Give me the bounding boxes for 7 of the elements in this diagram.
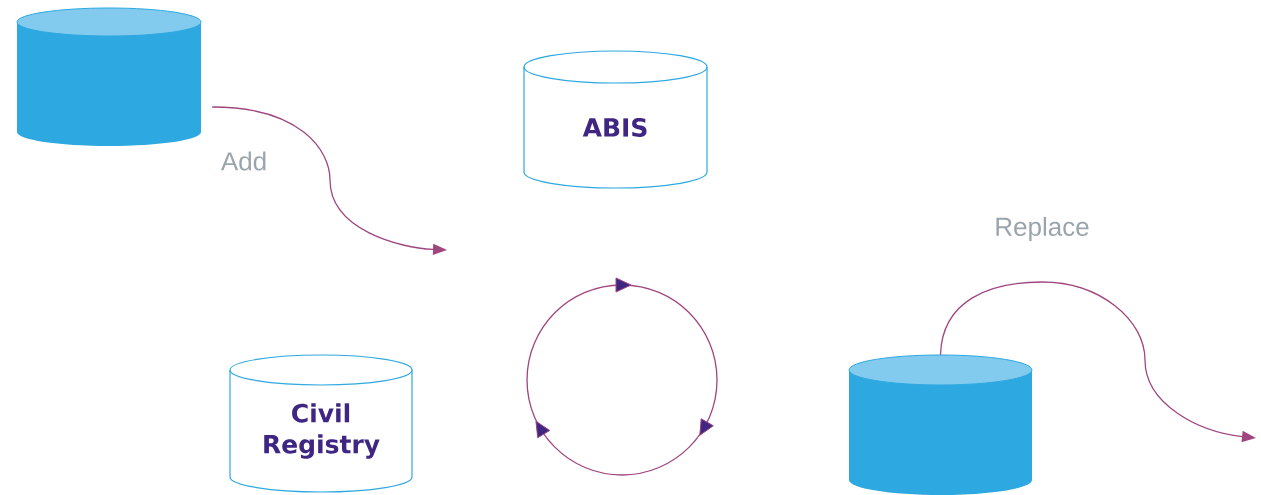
edge-label: Add bbox=[219, 150, 269, 172]
database-cylinder bbox=[848, 354, 1033, 495]
database-cylinder: Civil Registry bbox=[229, 354, 413, 493]
database-cylinder: ABIS bbox=[523, 50, 708, 189]
database-cylinder bbox=[16, 7, 202, 146]
node-label: Civil Registry bbox=[264, 403, 380, 459]
edge-label: Replace bbox=[993, 215, 1091, 243]
